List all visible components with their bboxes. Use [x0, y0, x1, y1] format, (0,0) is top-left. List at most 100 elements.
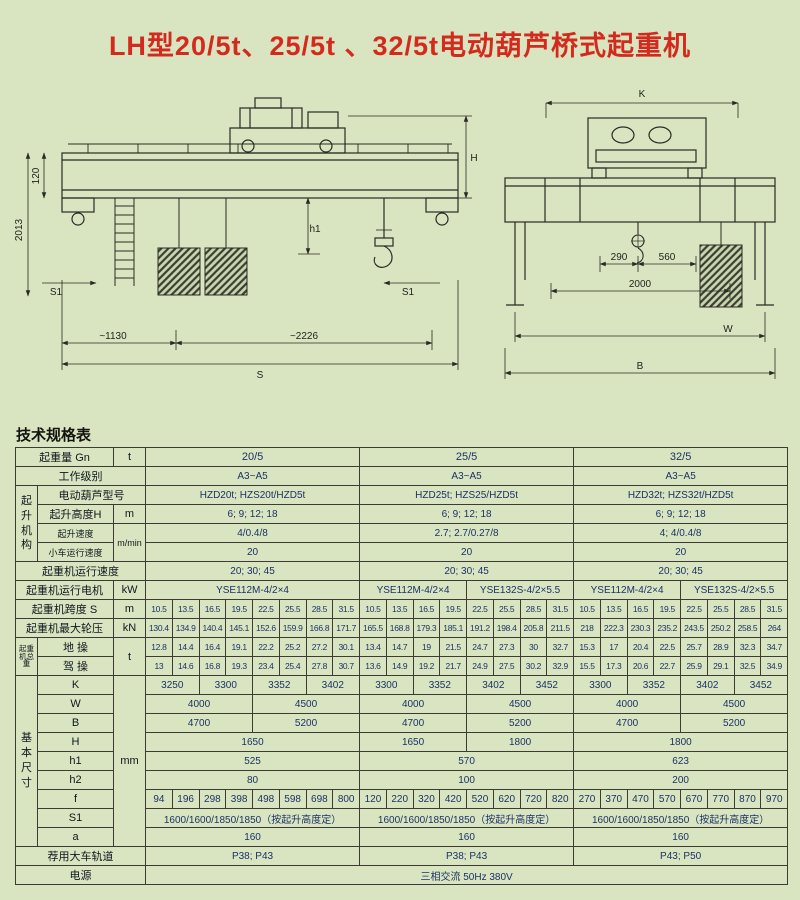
table-value-cell: 698: [305, 789, 334, 809]
table-value-cell: 25.4: [278, 656, 307, 676]
table-value-cell: 670: [680, 789, 708, 809]
table-value-cell: 34.7: [760, 637, 789, 657]
table-label-cell: t: [113, 447, 147, 467]
table-value-cell: 3452: [519, 675, 575, 695]
table-value-cell: 4500: [466, 694, 575, 714]
table-value-cell: P38; P43: [145, 846, 361, 866]
table-value-cell: 4500: [252, 694, 361, 714]
table-value-cell: 32.3: [733, 637, 762, 657]
table-value-cell: 20; 30; 45: [359, 561, 575, 581]
table-value-cell: 32.5: [733, 656, 762, 676]
table-value-cell: 770: [706, 789, 735, 809]
table-label-cell: 工作级别: [14, 466, 147, 486]
dim-label-1130: ~1130: [99, 331, 127, 342]
table-value-cell: 570: [653, 789, 682, 809]
table-value-cell: 3452: [733, 675, 789, 695]
table-value-cell: 4500: [680, 694, 789, 714]
table-value-cell: 152.6: [252, 618, 280, 638]
table-label-cell: K: [36, 675, 115, 695]
table-value-cell: 4/0.4/8: [145, 523, 361, 543]
table-value-cell: 22.5: [466, 599, 494, 619]
table-value-cell: 168.8: [385, 618, 414, 638]
table-value-cell: 6; 9; 12; 18: [145, 504, 361, 524]
table-label-cell: h1: [36, 751, 115, 771]
table-value-cell: 10.5: [145, 599, 173, 619]
table-value-cell: 198.4: [492, 618, 521, 638]
table-value-cell: P43; P50: [573, 846, 789, 866]
table-value-cell: 3300: [198, 675, 254, 695]
table-label-cell: 电动葫芦型号: [36, 485, 147, 505]
table-value-cell: 100: [359, 770, 575, 790]
bridge-girder: [61, 143, 459, 226]
table-value-cell: 3402: [305, 675, 361, 695]
section-heading: 技术规格表: [16, 427, 92, 444]
table-value-cell: 320: [412, 789, 441, 809]
table-value-cell: 3250: [145, 675, 200, 695]
table-value-cell: 19: [412, 637, 441, 657]
table-label-cell: 基本尺寸: [15, 675, 38, 847]
table-value-cell: 12.8: [145, 637, 173, 657]
table-value-cell: 27.8: [305, 656, 334, 676]
table-value-cell: 243.5: [680, 618, 708, 638]
table-value-cell: 820: [546, 789, 575, 809]
table-label-cell: kN: [113, 618, 147, 638]
table-value-cell: 27.2: [305, 637, 334, 657]
table-label-cell: 起重机运行速度: [14, 561, 147, 581]
table-value-cell: 420: [439, 789, 468, 809]
table-value-cell: 5200: [680, 713, 789, 733]
table-row: 电源三相交流 50Hz 380V: [14, 865, 789, 885]
table-value-cell: P38; P43: [359, 846, 575, 866]
dim-label-290: 290: [611, 252, 628, 263]
table-value-cell: 185.1: [439, 618, 468, 638]
table-label-cell: 地 操: [36, 637, 115, 657]
table-value-cell: 27.5: [492, 656, 521, 676]
electric-cabinets: [157, 198, 248, 296]
table-value-cell: 13.4: [359, 637, 387, 657]
table-value-cell: 22.2: [252, 637, 280, 657]
dim-label-b: B: [637, 361, 644, 372]
table-value-cell: 4700: [359, 713, 468, 733]
table-value-cell: 13.5: [385, 599, 414, 619]
table-value-cell: 298: [198, 789, 227, 809]
ladder: [114, 198, 135, 286]
table-value-cell: 3402: [680, 675, 735, 695]
table-label-cell: B: [36, 713, 115, 733]
dim-label-2013: 2013: [14, 218, 25, 241]
table-value-cell: 6; 9; 12; 18: [573, 504, 789, 524]
table-value-cell: 140.4: [198, 618, 227, 638]
table-value-cell: 21.5: [439, 637, 468, 657]
table-value-cell: 28.5: [733, 599, 762, 619]
dim-label-s1-left: S1: [50, 287, 63, 298]
table-value-cell: 25.5: [278, 599, 307, 619]
table-value-cell: 24.7: [466, 637, 494, 657]
table-value-cell: 20: [359, 542, 575, 562]
table-value-cell: 14.4: [171, 637, 200, 657]
table-label-cell: 起重机最大轮压: [14, 618, 115, 638]
table-value-cell: 191.2: [466, 618, 494, 638]
table-value-cell: 270: [573, 789, 601, 809]
table-value-cell: 200: [573, 770, 789, 790]
table-value-cell: 120: [359, 789, 387, 809]
table-label-cell: 起重机跨度 S: [14, 599, 115, 619]
table-label-cell: m: [113, 599, 147, 619]
table-value-cell: 30.2: [519, 656, 548, 676]
table-value-cell: 220: [385, 789, 414, 809]
table-value-cell: 10.5: [573, 599, 601, 619]
table-value-cell: 598: [278, 789, 307, 809]
dim-label-560: 560: [659, 252, 676, 263]
table-value-cell: 17: [599, 637, 628, 657]
table-value-cell: 22.5: [252, 599, 280, 619]
table-value-cell: 196: [171, 789, 200, 809]
table-value-cell: 171.7: [332, 618, 361, 638]
